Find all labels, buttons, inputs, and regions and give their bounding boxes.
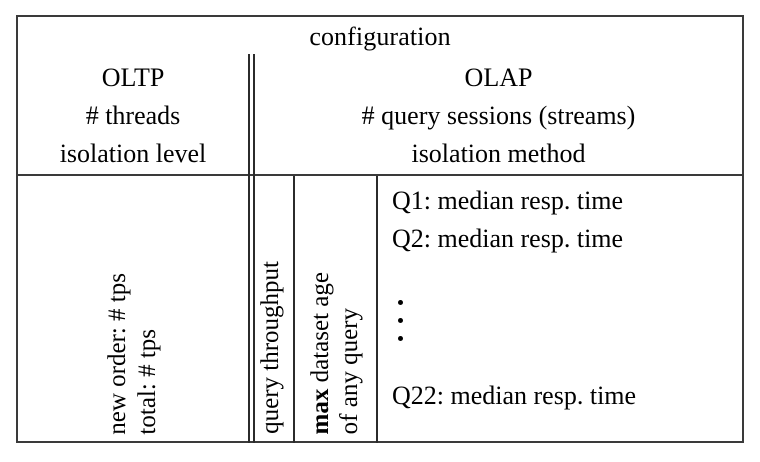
vertical-ellipsis-icon (398, 300, 412, 341)
page-title: configuration (309, 22, 451, 51)
header-body-divider (18, 174, 742, 176)
cell-query-throughput: query throughput (250, 176, 293, 443)
throughput-age-divider (293, 176, 295, 443)
cell-oltp-metrics: new order: # tps total: # tps (18, 176, 248, 443)
configuration-table: configuration OLTP # threads isolation l… (16, 15, 744, 443)
metric-query-throughput: query throughput (257, 261, 285, 434)
metric-dataset-age-rest: dataset age (306, 271, 334, 389)
metric-of-any-query: of any query (336, 307, 363, 434)
query-row-q1: Q1: median resp. time (392, 186, 624, 215)
metric-total-tps: total: # tps (134, 329, 161, 435)
header-column-oltp: OLTP # threads isolation level (18, 57, 248, 174)
age-queries-divider (376, 176, 378, 443)
query-row-q22: Q22: median resp. time (392, 381, 637, 410)
header-olap-isolation-method: isolation method (411, 139, 586, 168)
header-column-olap: OLAP # query sessions (streams) isolatio… (255, 57, 742, 174)
header-oltp-threads: # threads (85, 101, 181, 130)
metric-max-emphasis: max (306, 388, 334, 434)
metric-max-dataset-age: max dataset age (306, 271, 335, 434)
oltp-metrics-stack: new order: # tps total: # tps (18, 180, 248, 435)
query-row-q2: Q2: median resp. time (392, 224, 624, 253)
oltp-olap-double-divider (248, 54, 255, 443)
metric-new-order-tps: new order: # tps (103, 273, 131, 435)
table-title-row: configuration (18, 17, 742, 57)
cell-dataset-age: max dataset age of any query (295, 176, 376, 443)
header-oltp-name: OLTP (101, 63, 165, 92)
cell-query-response-times: Q1: median resp. time Q2: median resp. t… (378, 176, 742, 443)
header-olap-query-sessions: # query sessions (streams) (361, 101, 636, 130)
header-oltp-isolation-level: isolation level (59, 139, 207, 168)
header-olap-name: OLAP (464, 63, 533, 92)
